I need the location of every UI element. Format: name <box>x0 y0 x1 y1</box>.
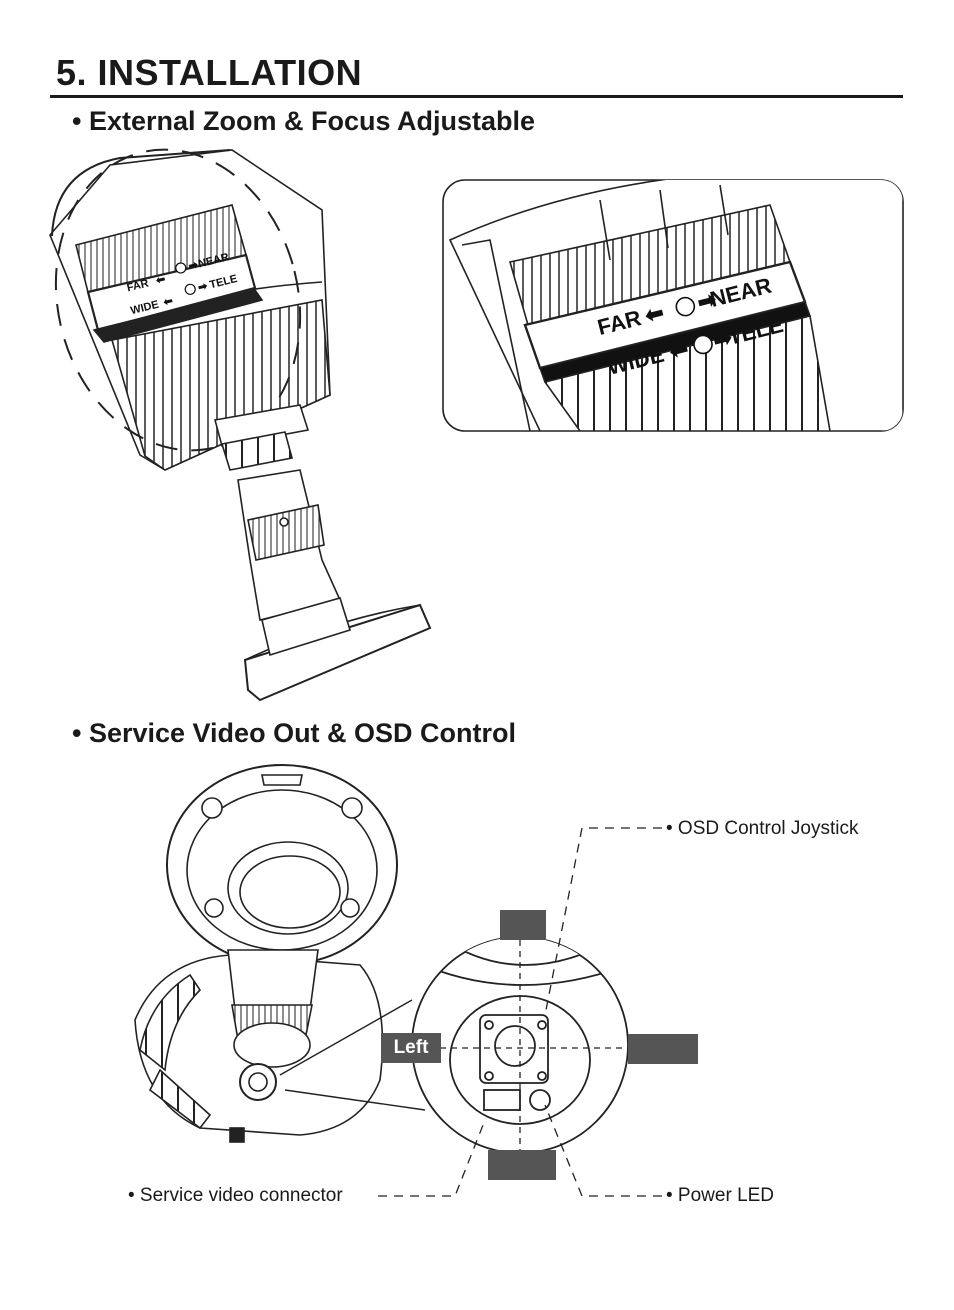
section-heading-zoom-focus: • External Zoom & Focus Adjustable <box>72 106 536 136</box>
service-connector-callout: • Service video connector <box>128 1185 343 1206</box>
callout-leaders <box>378 827 662 1197</box>
camera-side-view: FAR NEAR WIDE TELE ⬅➡ ⬅➡ <box>49 148 432 702</box>
svg-text:⬅: ⬅ <box>667 336 691 365</box>
direction-up-box <box>500 910 546 940</box>
svg-text:⬅: ⬅ <box>161 295 174 309</box>
camera-bottom-view <box>134 764 426 1143</box>
svg-text:➡: ➡ <box>197 280 210 294</box>
svg-text:⬅: ⬅ <box>154 273 167 287</box>
osd-closeup-circle <box>411 936 629 1154</box>
lens-ring-closeup: FAR NEAR WIDE TELE ⬅➡ ⬅➡ <box>442 179 904 432</box>
power-led-callout: • Power LED <box>666 1185 775 1206</box>
direction-right-box <box>628 1034 698 1064</box>
direction-down-box <box>488 1150 556 1180</box>
svg-text:⬅: ⬅ <box>642 299 666 328</box>
svg-text:➡: ➡ <box>187 259 200 273</box>
direction-boxes <box>488 910 698 1180</box>
direction-left-label: Left <box>381 1033 441 1063</box>
title-divider <box>50 95 903 98</box>
osd-joystick-callout: • OSD Control Joystick <box>666 818 859 839</box>
section-heading-service: • Service Video Out & OSD Control <box>72 718 517 748</box>
ring-far-label: FAR <box>126 277 150 294</box>
page-title: 5. INSTALLATION <box>56 52 363 93</box>
